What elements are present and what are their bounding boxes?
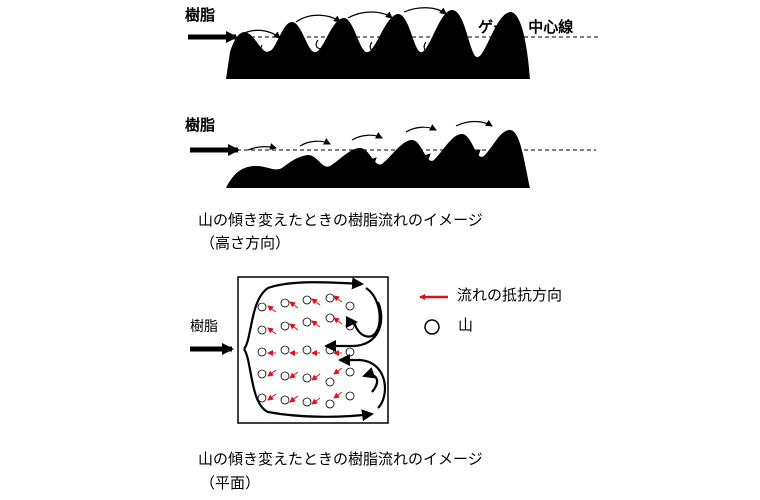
peaks-silhouette-top: [226, 10, 530, 79]
label-gate-centerline: ゲート 中心線: [478, 18, 574, 36]
caption-plane-title: 山の傾き変えたときの樹脂流れのイメージ: [198, 450, 483, 468]
plan-view-frame: [237, 276, 389, 424]
caption-plane-subtitle: （平面）: [200, 474, 261, 492]
flow-arrows-middle: [247, 119, 493, 165]
label-resin-top: 樹脂: [185, 6, 216, 24]
caption-height-title: 山の傾き変えたときの樹脂流れのイメージ: [198, 211, 483, 229]
caption-height-subtitle: （高さ方向）: [200, 234, 291, 252]
resistance-arrows: [267, 295, 343, 405]
flow-paths-plan: [243, 277, 386, 422]
label-resin-middle: 樹脂: [185, 116, 216, 134]
legend-mountain-label: 山: [458, 316, 474, 334]
peaks-silhouette-middle: [226, 130, 530, 188]
mountain-markers: [257, 293, 355, 409]
plan-view: [190, 276, 448, 424]
flow-arrows-top: [239, 7, 447, 57]
legend-mountain-circle: [424, 319, 440, 335]
profile-upright-peaks: [188, 7, 598, 79]
legend-resistance-label: 流れの抵抗方向: [457, 286, 563, 304]
profile-tilted-peaks: [190, 119, 596, 188]
label-resin-plan: 樹脂: [190, 319, 218, 335]
